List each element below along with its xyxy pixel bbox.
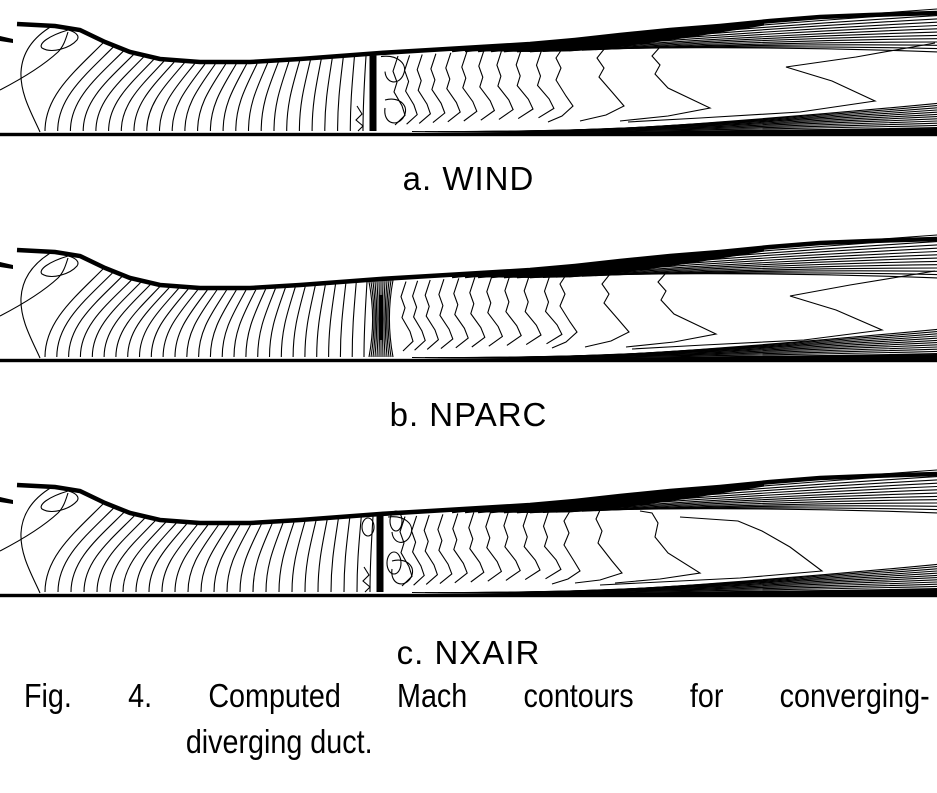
panel-label-c: c. NXAIR	[396, 634, 541, 671]
contour-panel-b	[0, 228, 937, 364]
contour-panel-a	[0, 2, 937, 138]
mach-contour-plot	[0, 469, 937, 598]
panel-label-a: a. WIND	[402, 160, 535, 197]
caption-line-2: diverging duct.	[185, 723, 373, 760]
figure-caption: Fig. 4. Computed Mach contours for conve…	[24, 673, 937, 765]
mach-contour-plot	[0, 8, 937, 137]
mach-contour-plot	[0, 234, 937, 363]
contour-panel-c	[0, 463, 937, 599]
caption-line-1: Fig. 4. Computed Mach contours for conve…	[24, 677, 930, 714]
panel-label-b: b. NPARC	[389, 396, 548, 433]
